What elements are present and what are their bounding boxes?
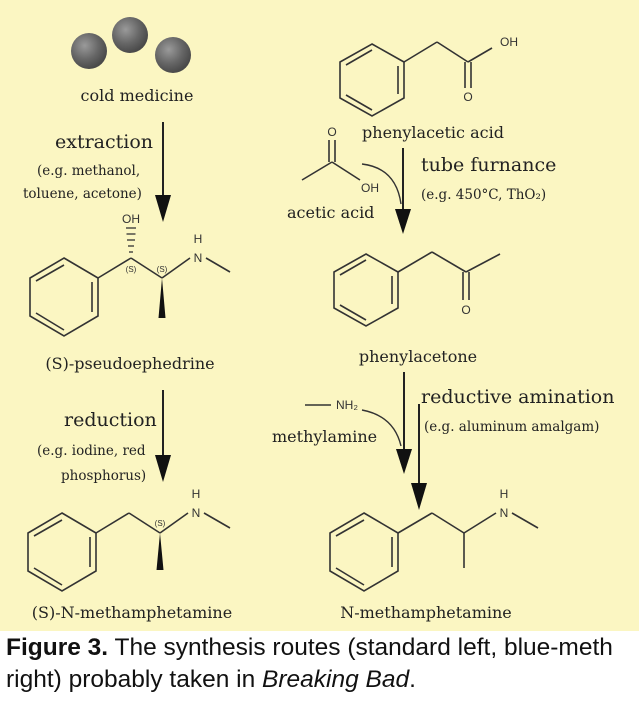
nh-h-atom: H [192,487,201,501]
methamphetamine-label: N-methamphetamine [340,603,512,622]
reduction-detail-1: (e.g. iodine, red [37,443,146,459]
o-atom: O [461,303,470,317]
extraction-detail-1: (e.g. methanol, [37,163,140,179]
acetic-acid-label: acetic acid [287,203,374,222]
phenylacetic-acid-structure [339,41,493,117]
cold-medicine-label: cold medicine [81,86,194,105]
synthesis-scheme: cold medicine extraction (e.g. methanol,… [23,17,614,622]
caption-label: Figure 3. [6,634,109,661]
figure-caption: Figure 3. The synthesis routes (standard… [6,632,636,696]
s-methamphetamine-label: (S)-N-methamphetamine [32,603,232,622]
caption-title: Breaking Bad [262,666,410,693]
tube-furnace-arrow [361,148,411,234]
cold-medicine-icon [71,17,191,73]
reductive-amination-detail: (e.g. aluminum amalgam) [424,419,599,435]
o-atom: O [463,90,472,104]
n-atom: N [194,251,203,265]
nh-h-atom: H [500,487,509,501]
s-methamphetamine-structure [27,512,231,592]
tube-furnace-detail: (e.g. 450°C, ThO₂) [421,187,546,203]
stereo-label: (S) [157,265,168,274]
extraction-detail-2: toluene, acetone) [23,186,142,202]
phenylacetone-structure [333,251,501,327]
tube-furnace-label: tube furnance [421,154,556,176]
n-atom: N [500,506,509,520]
reductive-amination-arrow [361,372,427,510]
methamphetamine-structure [329,512,539,592]
oh-atom: OH [122,212,140,226]
extraction-arrow [155,122,171,222]
pseudoephedrine-structure [29,227,231,337]
s-methamphetamine-wedge-bond [156,533,164,570]
reduction-arrow [155,390,171,482]
pseudoephedrine-wedge-bond [158,278,166,318]
nh-h-atom: H [194,232,203,246]
n-atom: N [192,506,201,520]
phenylacetic-acid-label: phenylacetic acid [362,123,504,142]
extraction-label: extraction [55,131,153,153]
oh-atom: OH [500,35,518,49]
phenylacetone-label: phenylacetone [359,347,477,366]
stereo-label: (S) [126,265,137,274]
reduction-label: reduction [64,409,157,431]
reductive-amination-label: reductive amination [421,386,614,408]
reduction-detail-2: phosphorus) [61,468,146,484]
acetic-acid-structure [301,140,361,181]
stereo-label: (S) [155,519,166,528]
nh2-atom: NH₂ [336,398,358,412]
caption-text: The synthesis routes (standard left, blu… [6,634,613,693]
o-atom: O [327,125,336,139]
caption-end: . [409,666,416,693]
oh-atom: OH [361,181,379,195]
methylamine-label: methylamine [272,427,377,446]
pseudoephedrine-label: (S)-pseudoephedrine [45,354,214,373]
